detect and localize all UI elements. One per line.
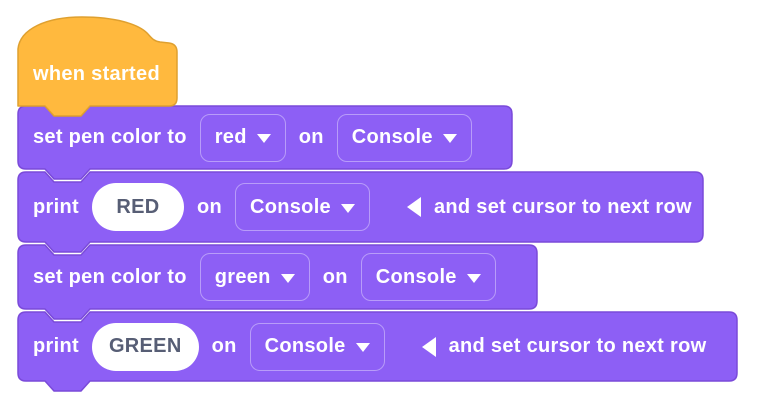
collapse-arrow-icon[interactable]	[406, 197, 421, 217]
when-started-label: when started	[33, 63, 160, 85]
stack-block-shape	[17, 311, 738, 392]
console-target-value: Console	[249, 195, 331, 218]
console-target-value: Console	[351, 126, 433, 148]
dropdown-caret-icon	[355, 343, 370, 352]
print-value-text: GREEN	[108, 335, 182, 357]
on-label: on	[211, 335, 237, 357]
collapse-arrow-icon[interactable]	[421, 336, 436, 357]
set-cursor-suffix-label: and set cursor to next row	[448, 335, 707, 357]
console-target-value: Console	[375, 265, 457, 288]
on-label: on	[322, 265, 348, 288]
print-value-input[interactable]: RED	[91, 183, 184, 231]
pen-color-dropdown[interactable]: green	[199, 253, 310, 301]
block-print-red[interactable]: print RED on Console and set cursor to n…	[17, 171, 704, 253]
dropdown-caret-icon	[466, 273, 481, 283]
on-label: on	[196, 195, 222, 218]
set-pen-color-label: set pen color to	[33, 265, 187, 288]
pen-color-value: red	[214, 126, 247, 148]
console-target-value: Console	[264, 335, 346, 357]
block-set-pen-color-red[interactable]: set pen color to red on Console	[17, 105, 513, 180]
dropdown-caret-icon	[280, 273, 295, 283]
console-target-dropdown[interactable]: Console	[360, 253, 496, 301]
console-target-dropdown[interactable]: Console	[234, 183, 370, 231]
console-target-dropdown[interactable]: Console	[249, 322, 385, 371]
block-print-green[interactable]: print GREEN on Console and set cursor to…	[17, 311, 738, 392]
pen-color-dropdown[interactable]: red	[199, 113, 286, 162]
print-label: print	[33, 195, 79, 218]
set-pen-color-label: set pen color to	[33, 126, 187, 148]
on-label: on	[298, 126, 324, 148]
print-value-input[interactable]: GREEN	[91, 322, 199, 371]
print-label: print	[33, 335, 79, 357]
stack-block-shape	[17, 171, 704, 253]
dropdown-caret-icon	[442, 134, 457, 143]
block-set-pen-color-green[interactable]: set pen color to green on Console	[17, 244, 538, 320]
stack-block-shape	[17, 244, 538, 320]
hat-block-shape	[17, 16, 178, 117]
console-target-dropdown[interactable]: Console	[336, 113, 472, 162]
pen-color-value: green	[214, 265, 271, 288]
print-value-text: RED	[116, 195, 160, 218]
block-when-started[interactable]: when started	[17, 16, 178, 118]
dropdown-caret-icon	[256, 134, 271, 143]
set-cursor-suffix-label: and set cursor to next row	[433, 195, 692, 218]
dropdown-caret-icon	[340, 203, 355, 213]
